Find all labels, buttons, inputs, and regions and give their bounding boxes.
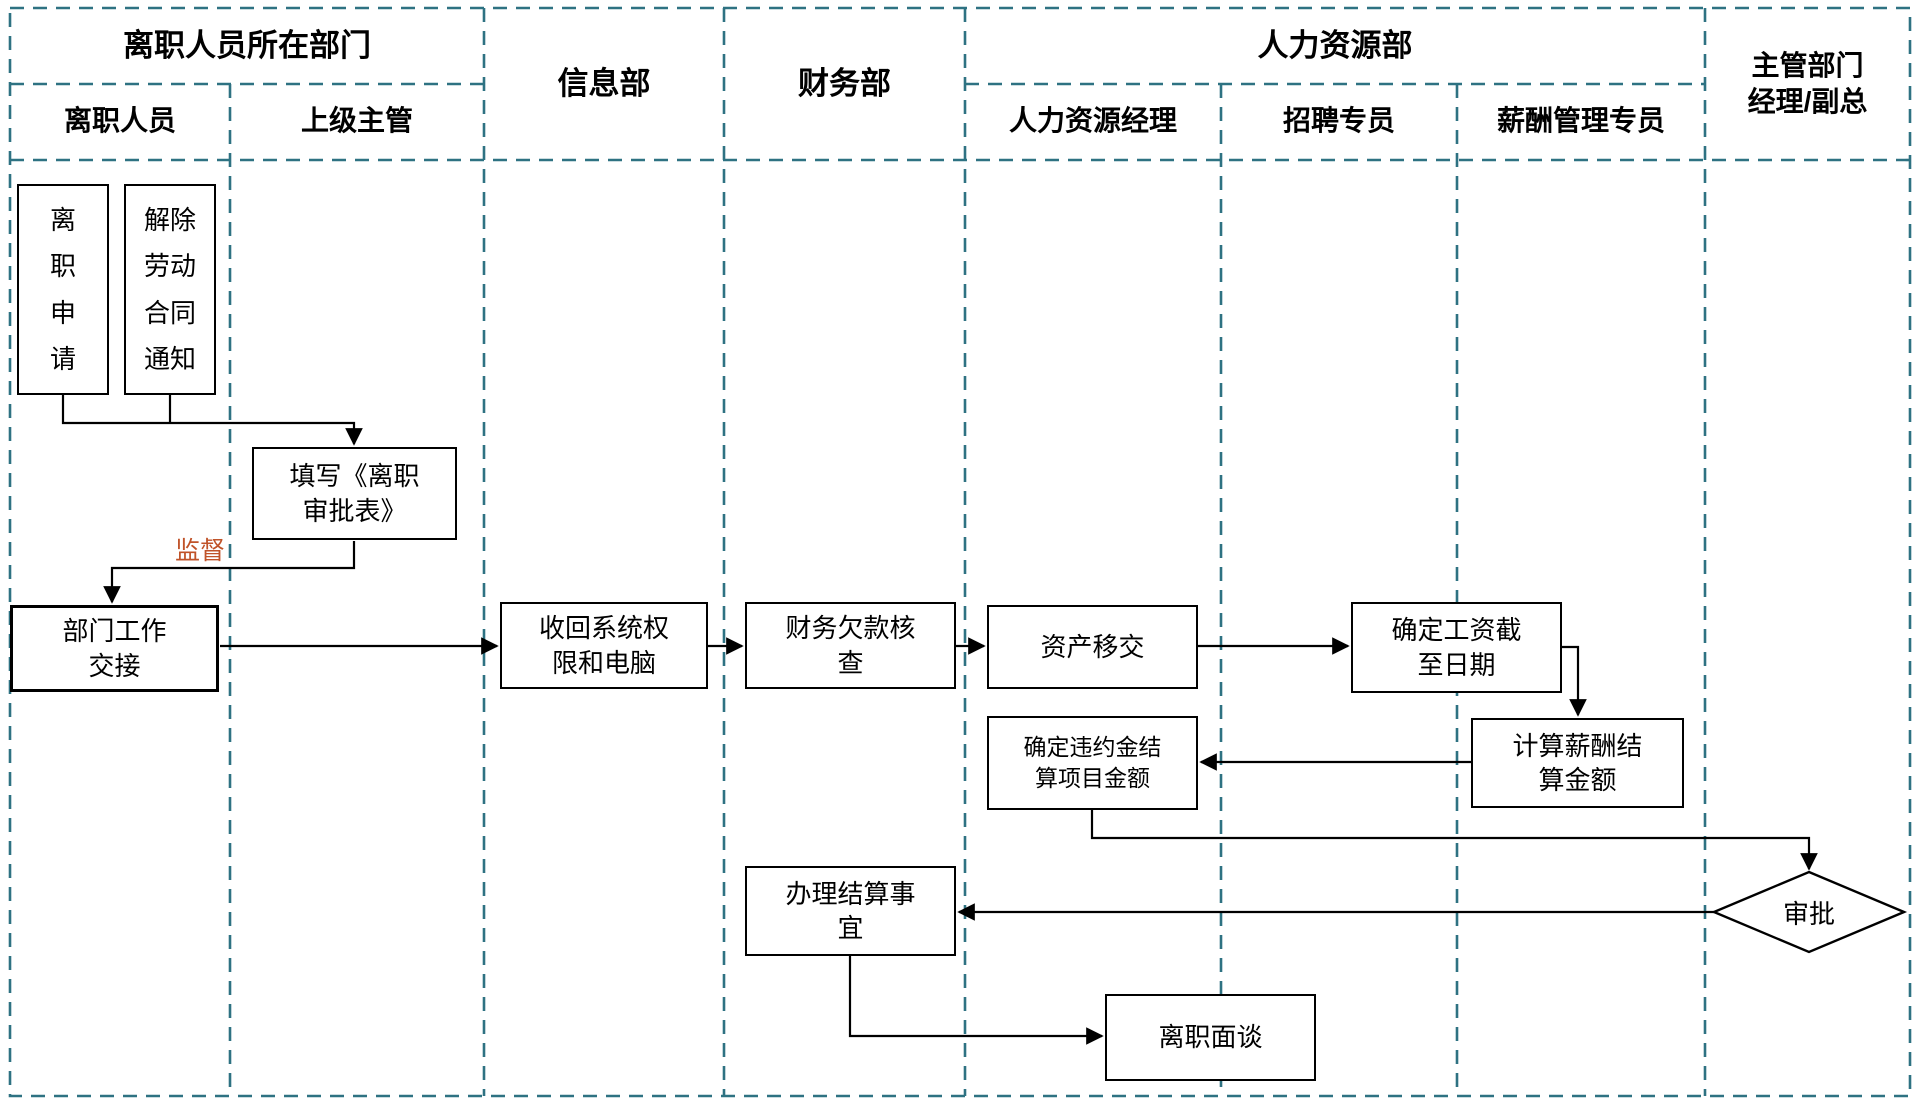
supervise-label: 监督: [174, 537, 225, 565]
lane-header-compensation: 薪酬管理专员: [1496, 105, 1665, 137]
approval-diamond: [1710, 870, 1908, 954]
arrow-form-to-handover: [103, 541, 356, 604]
node-asset-transfer: 资产移交: [987, 605, 1198, 689]
lane-header-exec: 主管部门 经理/副总: [1747, 50, 1868, 117]
lane-header-finance-dept: 财务部: [798, 66, 891, 102]
node-approval-label: 审批: [1782, 898, 1835, 929]
node-handover: 部门工作 交接: [10, 605, 219, 692]
arrow-salarycutoff-to-calc: [1562, 645, 1587, 717]
lane-header-hr-group: 人力资源部: [1257, 28, 1413, 64]
node-salary-cutoff: 确定工资截 至日期: [1351, 602, 1562, 693]
node-debt-check: 财务欠款核 查: [745, 602, 956, 689]
arrow-penalty-to-approval: [1090, 810, 1818, 871]
arrow-settle-to-interview: [848, 956, 1104, 1045]
lane-header-dept-group: 离职人员所在部门: [123, 28, 371, 64]
flow-arrow-paths: [61, 395, 1908, 1045]
lane-header-resignee: 离职人员: [63, 105, 176, 137]
node-fill-form: 填写《离职 审批表》: [252, 447, 457, 540]
node-revoke-access: 收回系统权 限和电脑: [500, 602, 708, 689]
lane-header-supervisor: 上级主管: [300, 105, 413, 137]
node-resign-apply: 离 职 申 请: [17, 184, 109, 395]
node-contract-notice: 解除 劳动 合同 通知: [124, 184, 216, 395]
node-settle-matters: 办理结算事 宜: [745, 866, 956, 956]
lane-header-recruiter: 招聘专员: [1282, 105, 1395, 137]
node-exit-interview: 离职面谈: [1105, 994, 1316, 1081]
lane-header-hr-manager: 人力资源经理: [1008, 105, 1177, 137]
arrow-apply-to-form: [61, 395, 363, 446]
node-penalty-amount: 确定违约金结 算项目金额: [987, 716, 1198, 810]
outer-border: [8, 6, 1912, 1098]
node-calc-settlement: 计算薪酬结 算金额: [1471, 718, 1684, 808]
lane-header-it-dept: 信息部: [557, 66, 651, 102]
